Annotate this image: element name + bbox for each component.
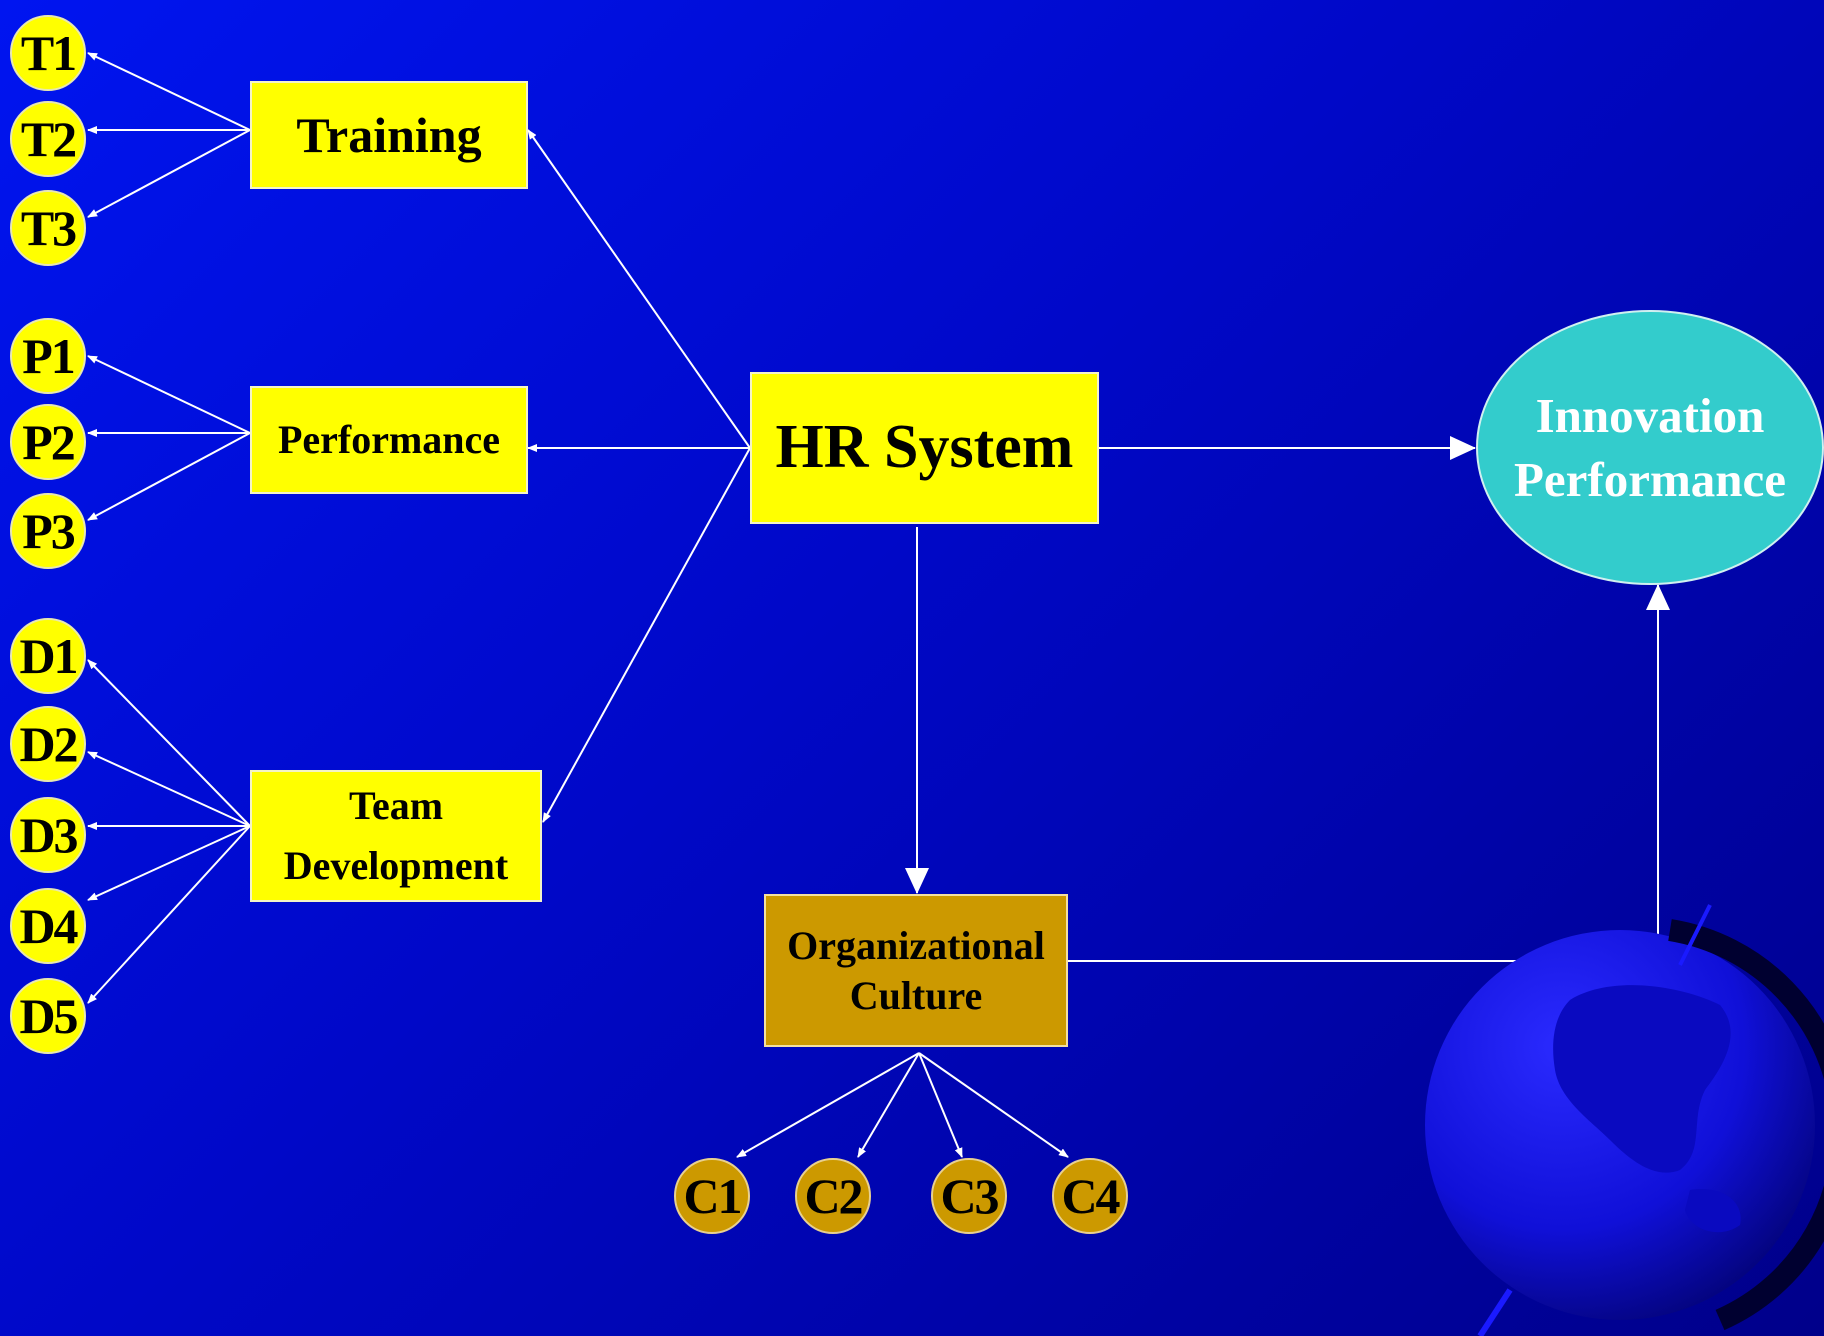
indicator-c1: C1 xyxy=(674,1158,750,1234)
arrow-culture-c1 xyxy=(736,1052,920,1158)
arrow-development-d1 xyxy=(87,659,251,827)
arrow-culture-c2 xyxy=(857,1052,920,1158)
indicator-d2: D2 xyxy=(10,706,86,782)
indicator-t3: T3 xyxy=(10,190,86,266)
training-box: Training xyxy=(250,81,528,189)
team-development-line1: Team xyxy=(348,783,444,828)
arrow-development-d5 xyxy=(87,825,251,1004)
indicator-d3: D3 xyxy=(10,797,86,873)
innovation-performance-ellipse: Innovation Performance xyxy=(1476,310,1824,585)
arrow-performance-p1 xyxy=(87,355,251,434)
innovation-performance-line1: Innovation xyxy=(1535,387,1765,443)
globe-meridian xyxy=(1668,919,1824,1331)
arrow-performance-p3 xyxy=(87,432,251,521)
arrow-culture-c3 xyxy=(918,1052,963,1158)
indicator-d1: D1 xyxy=(10,618,86,694)
arrow-training-t1 xyxy=(87,52,251,131)
indicator-p2: P2 xyxy=(10,404,86,480)
indicator-d5: D5 xyxy=(10,978,86,1054)
organizational-culture-box: Organizational Culture xyxy=(764,894,1068,1047)
organizational-culture-line2: Culture xyxy=(849,972,983,1018)
training-label: Training xyxy=(296,106,482,163)
hr-system-label: HR System xyxy=(775,413,1074,482)
arrow-hr-training xyxy=(527,129,751,449)
indicator-c3: C3 xyxy=(931,1158,1007,1234)
indicator-t1: T1 xyxy=(10,15,86,91)
performance-box: Performance xyxy=(250,386,528,494)
indicator-t2: T2 xyxy=(10,101,86,177)
arrow-development-d2 xyxy=(87,751,251,827)
indicator-p1: P1 xyxy=(10,318,86,394)
indicator-p3: P3 xyxy=(10,493,86,569)
innovation-performance-line2: Performance xyxy=(1513,451,1787,507)
indicator-c4: C4 xyxy=(1052,1158,1128,1234)
organizational-culture-line1: Organizational xyxy=(787,922,1045,968)
team-development-box: Team Development xyxy=(250,770,542,902)
performance-label: Performance xyxy=(277,417,501,462)
indicator-c2: C2 xyxy=(795,1158,871,1234)
indicator-d4: D4 xyxy=(10,888,86,964)
arrow-development-d4 xyxy=(87,825,251,901)
arrow-culture-c4 xyxy=(918,1052,1069,1158)
team-development-line2: Development xyxy=(283,843,509,888)
globe-continents xyxy=(1553,985,1731,1173)
hr-system-box: HR System xyxy=(750,372,1099,524)
arrow-hr-development xyxy=(542,447,751,823)
arrow-training-t3 xyxy=(87,129,251,218)
